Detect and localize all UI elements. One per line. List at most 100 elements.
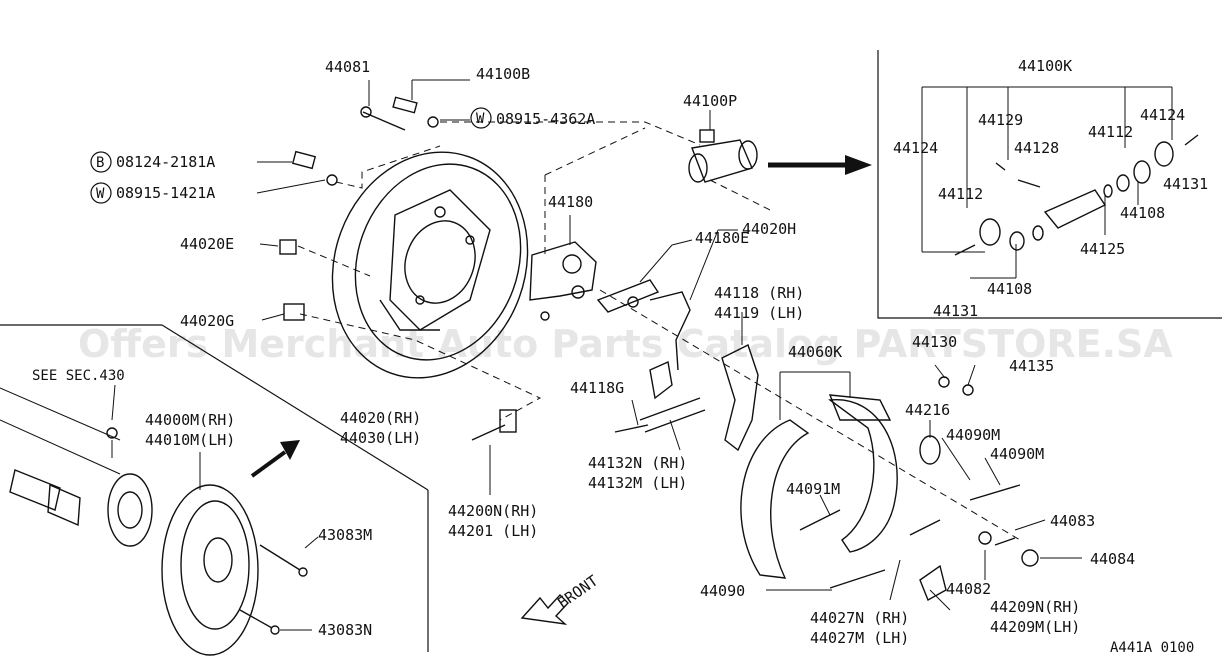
inset-label-44128: 44128	[1014, 139, 1059, 157]
spring-icon	[829, 569, 886, 589]
cup-icon	[1032, 225, 1044, 241]
bolt-type-marker-icon	[90, 151, 112, 173]
brake-shoe-icon	[740, 371, 898, 579]
part-label-08915-1421A: 08915-1421A	[116, 184, 215, 202]
inset-wheel-cylinder-kit: 44100K 44129 44124 44112 44124 44128 441…	[877, 50, 1222, 320]
part-label-44180E: 44180E	[695, 229, 749, 247]
part-label-44027N-rh: 44027N (RH)	[810, 609, 909, 627]
part-label-44100P: 44100P	[683, 92, 737, 110]
part-label-44118G: 44118G	[570, 379, 624, 397]
inset-frame	[877, 50, 1222, 319]
nut-icon	[1021, 549, 1039, 567]
axle-flange-icon	[107, 473, 153, 547]
part-label-44081: 44081	[325, 58, 370, 76]
part-label-08915-4362A: 08915-4362A	[496, 110, 595, 128]
inset-label-44108: 44108	[987, 280, 1032, 298]
spring-icon	[614, 424, 649, 433]
boot-icon	[979, 218, 1001, 246]
bolt-icon	[259, 544, 301, 571]
bolt-icon	[362, 111, 406, 131]
part-label-44090M: 44090M	[946, 426, 1000, 444]
front-arrow: FRONT	[520, 572, 601, 626]
plug-icon	[279, 239, 297, 255]
lever-icon	[919, 564, 947, 601]
part-label-44000M-rh: 44000M(RH)	[145, 411, 235, 429]
marker-letter: W	[476, 111, 485, 127]
washer-type-marker-icon	[90, 182, 112, 204]
diagram-code: A441A 0100	[1110, 640, 1194, 656]
gasket-icon	[596, 279, 660, 313]
inset-label-44129: 44129	[978, 111, 1023, 129]
spring-icon	[994, 537, 1016, 546]
nut-icon	[106, 427, 118, 439]
washer-icon	[427, 116, 439, 128]
part-label-44082: 44082	[946, 580, 991, 598]
part-label-44100B: 44100B	[476, 65, 530, 83]
part-label-44180: 44180	[548, 193, 593, 211]
part-label-44209N-rh: 44209N(RH)	[990, 598, 1080, 616]
boot-icon	[1154, 141, 1174, 167]
bolt-icon	[291, 150, 317, 170]
bleeder-icon	[392, 96, 418, 114]
front-label: FRONT	[554, 572, 601, 613]
inset-label-44131: 44131	[1163, 175, 1208, 193]
inset-label-44108: 44108	[1120, 204, 1165, 222]
part-label-44090M: 44090M	[990, 445, 1044, 463]
part-label-44201-lh: 44201 (LH)	[448, 522, 538, 540]
grommet-icon	[283, 303, 305, 321]
lever-icon	[721, 344, 759, 452]
part-label-44135: 44135	[1009, 357, 1054, 375]
cylinder-icon	[499, 409, 517, 433]
part-label-44119-lh: 44119 (LH)	[714, 304, 804, 322]
assembly-guide-lines	[297, 121, 1021, 541]
piston-icon	[1009, 231, 1025, 251]
part-label-44020-rh: 44020(RH)	[340, 409, 421, 427]
part-label-44083: 44083	[1050, 512, 1095, 530]
label-leaders	[766, 364, 1082, 611]
spring-icon	[799, 509, 841, 531]
strut-icon	[639, 397, 701, 421]
see-section-label: SEE SEC.430	[32, 368, 125, 384]
part-label-43083M: 43083M	[318, 526, 372, 544]
circled-markers: W B W	[90, 107, 492, 204]
washer-icon	[326, 174, 338, 186]
part-label-44091M: 44091M	[786, 480, 840, 498]
clip-icon	[962, 384, 974, 396]
marker-letter: B	[96, 155, 104, 171]
part-label-44132N-rh: 44132N (RH)	[588, 454, 687, 472]
inset-arrow-icon	[768, 155, 872, 175]
watermark-text: Offers Merchant Auto Parts Catalog PARTS…	[78, 322, 1173, 366]
marker-letter: W	[96, 186, 105, 202]
inset-label-44124: 44124	[893, 139, 938, 157]
part-label-44060K: 44060K	[788, 343, 842, 361]
brake-assembly-icon	[161, 484, 259, 656]
spring-icon	[909, 519, 941, 536]
inset-label-44125: 44125	[1080, 240, 1125, 258]
part-label-44200N-rh: 44200N(RH)	[448, 502, 538, 520]
axle-housing-icon	[9, 469, 61, 511]
part-label-44010M-lh: 44010M(LH)	[145, 431, 235, 449]
adjuster-bracket-icon	[529, 215, 597, 321]
backing-plate-icon	[331, 151, 529, 379]
part-label-43083N: 43083N	[318, 621, 372, 639]
bolt-icon	[239, 609, 273, 629]
part-label-44216: 44216	[905, 401, 950, 419]
spring-icon	[969, 484, 1021, 501]
part-label-44132M-lh: 44132M (LH)	[588, 474, 687, 492]
axle-section	[0, 324, 429, 656]
inset-label-44112: 44112	[938, 185, 983, 203]
part-labels: 44081 44100B 08915-4362A 44100P 08124-21…	[32, 58, 1194, 656]
wheel-cylinder-icon	[688, 110, 758, 183]
washer-type-marker-icon	[470, 107, 492, 129]
inset-label-44124: 44124	[1140, 106, 1185, 124]
inset-label-44112: 44112	[1088, 123, 1133, 141]
front-arrow-icon	[520, 593, 569, 626]
part-label-44027M-lh: 44027M (LH)	[810, 629, 909, 647]
wheel-cylinder-body-icon	[1043, 189, 1107, 229]
part-label-44020G: 44020G	[180, 312, 234, 330]
part-label-44020E: 44020E	[180, 235, 234, 253]
cable-icon	[649, 291, 691, 371]
part-label-44118-rh: 44118 (RH)	[714, 284, 804, 302]
inset-label-44100K: 44100K	[1018, 57, 1072, 75]
